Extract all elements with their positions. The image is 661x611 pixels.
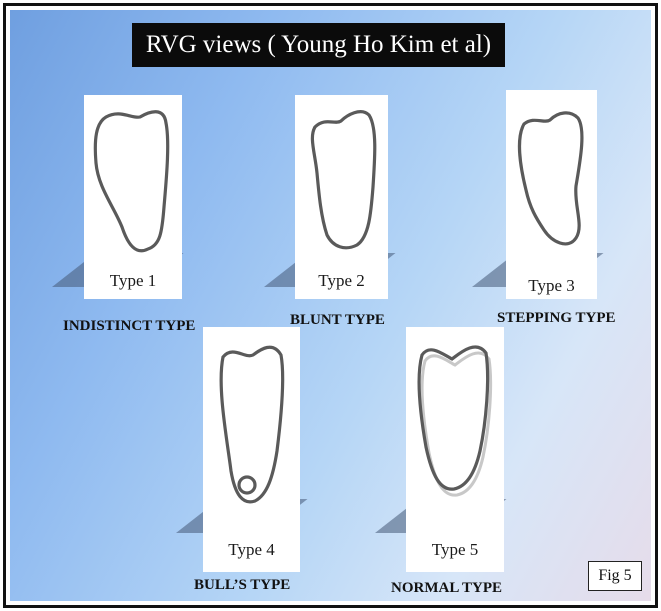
figure-title: RVG views ( Young Ho Kim et al) bbox=[132, 23, 505, 67]
card-label: Type 3 bbox=[506, 276, 597, 296]
type-name-stepping: STEPPING TYPE bbox=[497, 310, 616, 327]
type-name-indistinct: INDISTINCT TYPE bbox=[63, 318, 195, 335]
type-name-bulls: BULL’S TYPE bbox=[194, 577, 290, 594]
indistinct-tooth-outline bbox=[84, 95, 182, 299]
figure-label: Fig 5 bbox=[588, 561, 642, 591]
normal-tooth-outline bbox=[406, 327, 504, 572]
type-name-blunt: BLUNT TYPE bbox=[290, 312, 385, 329]
bull-circle bbox=[239, 477, 255, 493]
card-label: Type 4 bbox=[203, 540, 300, 560]
card-label: Type 5 bbox=[406, 540, 504, 560]
type-1-card: Type 1 bbox=[84, 95, 182, 299]
type-5-card: Type 5 bbox=[406, 327, 504, 572]
type-2-card: Type 2 bbox=[295, 95, 388, 299]
stepping-tooth-outline bbox=[506, 90, 597, 299]
card-label: Type 2 bbox=[295, 271, 388, 291]
type-3-card: Type 3 bbox=[506, 90, 597, 299]
card-label: Type 1 bbox=[84, 271, 182, 291]
figure-panel: RVG views ( Young Ho Kim et al) Type 1 I… bbox=[10, 10, 651, 601]
blunt-tooth-outline bbox=[295, 95, 388, 299]
bulls-tooth-outline bbox=[203, 327, 300, 572]
type-4-card: Type 4 bbox=[203, 327, 300, 572]
type-name-normal: NORMAL TYPE bbox=[391, 580, 502, 597]
figure-frame: RVG views ( Young Ho Kim et al) Type 1 I… bbox=[3, 3, 658, 608]
